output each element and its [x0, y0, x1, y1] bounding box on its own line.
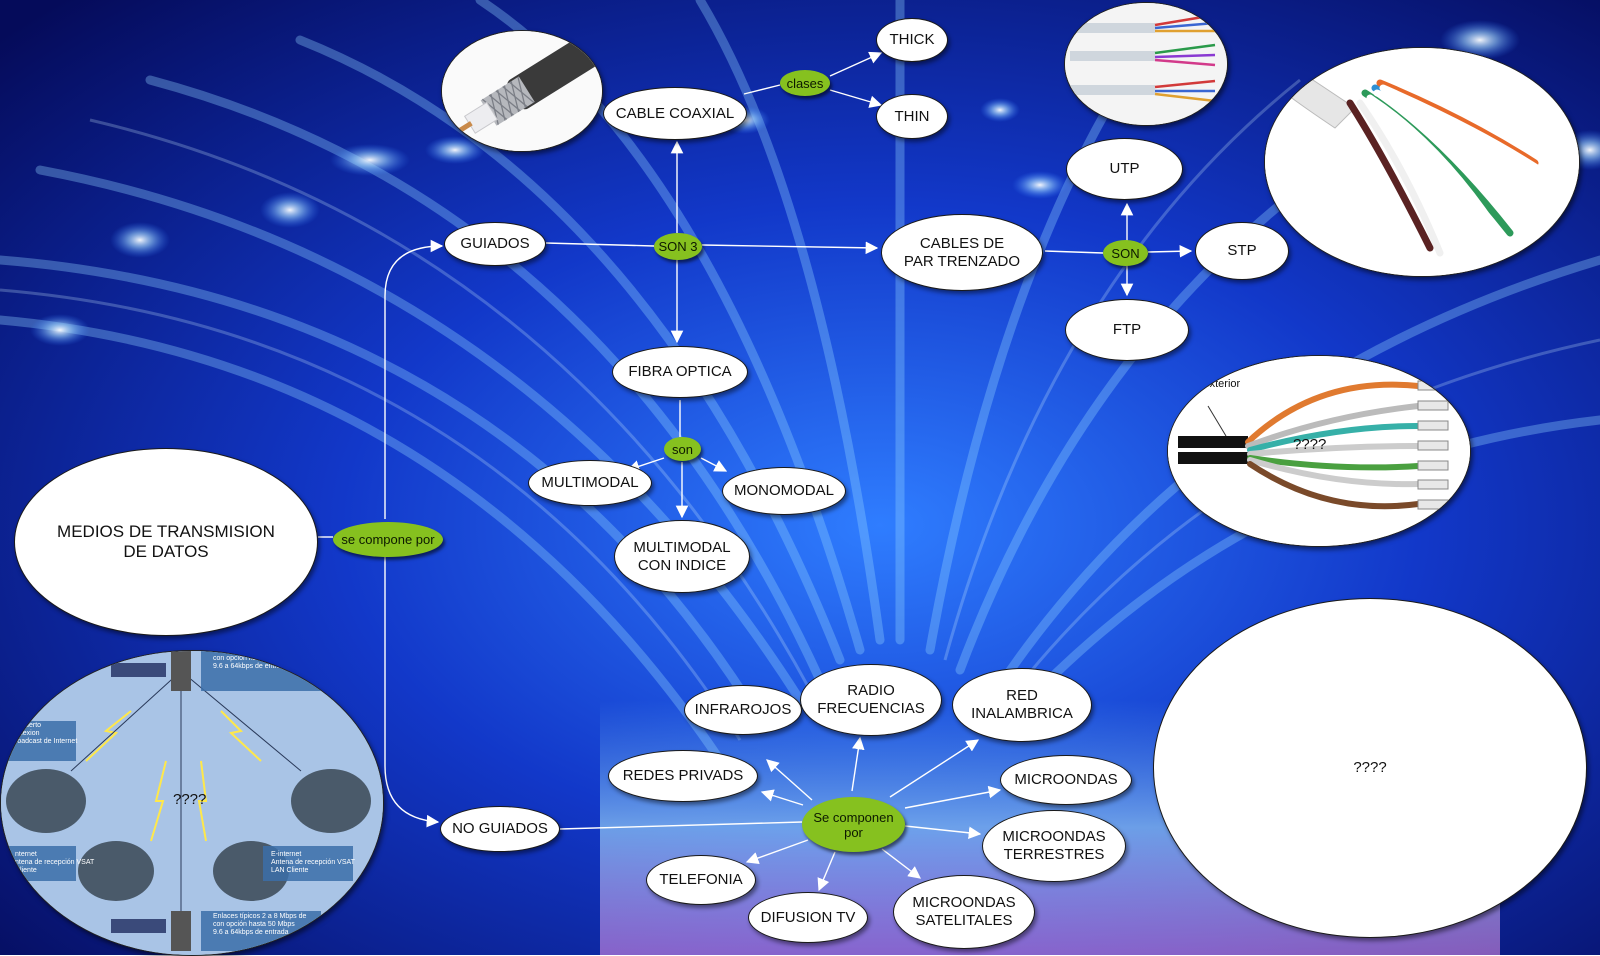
- node-microondas-satelitales[interactable]: MICROONDAS SATELITALES: [893, 875, 1035, 949]
- node-thick[interactable]: THICK: [876, 18, 948, 62]
- node-radio-frecuencias[interactable]: RADIO FRECUENCIAS: [800, 664, 942, 736]
- node-cable-coaxial[interactable]: CABLE COAXIAL: [603, 87, 747, 140]
- twisted-pair-icon: [1265, 48, 1579, 276]
- node-red-inalambrica[interactable]: RED INALAMBRICA: [952, 668, 1092, 742]
- connector-clases[interactable]: clases: [780, 70, 830, 96]
- node-multimodal[interactable]: MULTIMODAL: [528, 460, 652, 506]
- connector-se-compone-por[interactable]: se compone por: [333, 522, 443, 557]
- sat-caption-top: Enlaces típicos 2 a 8 Mbps de con opción…: [213, 650, 307, 670]
- satellite-label: ????: [173, 791, 207, 808]
- node-microondas-terrestres[interactable]: MICROONDAS TERRESTRES: [982, 810, 1126, 882]
- node-fibra-optica[interactable]: FIBRA OPTICA: [612, 346, 748, 398]
- sat-caption-bl: nternet ntena de recepción VSAT Cliente: [15, 851, 95, 874]
- satellite-network-photo: Enlaces típicos 2 a 8 Mbps de con opción…: [0, 650, 384, 956]
- node-thin[interactable]: THIN: [876, 94, 948, 139]
- sat-caption-br: E-internet Antena de recepción VSAT LAN …: [271, 851, 355, 874]
- multipair-cable-photo: [1064, 2, 1228, 126]
- connector-son-fibra[interactable]: son: [664, 437, 701, 461]
- node-telefonia[interactable]: TELEFONIA: [646, 855, 756, 905]
- node-difusion-tv[interactable]: DIFUSION TV: [748, 892, 868, 943]
- node-monomodal[interactable]: MONOMODAL: [722, 467, 846, 515]
- node-guiados[interactable]: GUIADOS: [444, 222, 546, 266]
- node-infrarojos[interactable]: INFRAROJOS: [684, 685, 802, 735]
- twisted-pair-photo: [1264, 47, 1580, 277]
- cable-pinout-photo: ector exterior ????: [1167, 355, 1471, 547]
- cable-diagram-label: ????: [1293, 436, 1327, 453]
- node-microondas[interactable]: MICROONDAS: [1000, 755, 1132, 805]
- node-placeholder-right[interactable]: ????: [1153, 598, 1587, 938]
- coaxial-cable-photo: [441, 30, 603, 152]
- node-ftp[interactable]: FTP: [1065, 299, 1189, 361]
- node-root[interactable]: MEDIOS DE TRANSMISION DE DATOS: [14, 448, 318, 636]
- connector-son3[interactable]: SON 3: [654, 233, 702, 260]
- node-stp[interactable]: STP: [1195, 222, 1289, 280]
- sat-caption-left: repuerto onexion roadcast de Internet: [15, 722, 78, 745]
- sat-caption-bottom: Enlaces típicos 2 a 8 Mbps de con opción…: [213, 913, 307, 936]
- node-no-guiados[interactable]: NO GUIADOS: [440, 806, 560, 852]
- multipair-cable-icon: [1065, 3, 1227, 125]
- node-par-trenzado[interactable]: CABLES DE PAR TRENZADO: [881, 214, 1043, 291]
- coaxial-cable-icon: [442, 31, 602, 151]
- cable-pinout-icon: [1168, 356, 1470, 546]
- node-multimodal-indice[interactable]: MULTIMODAL CON INDICE: [614, 520, 750, 593]
- satellite-network-icon: [1, 651, 383, 955]
- node-redes-privadas[interactable]: REDES PRIVADS: [608, 750, 758, 802]
- node-utp[interactable]: UTP: [1066, 138, 1183, 200]
- cable-diagram-caption: ector exterior: [1176, 378, 1241, 390]
- connector-se-componen-por[interactable]: Se componen por: [802, 797, 905, 852]
- connector-son-par[interactable]: SON: [1103, 240, 1148, 266]
